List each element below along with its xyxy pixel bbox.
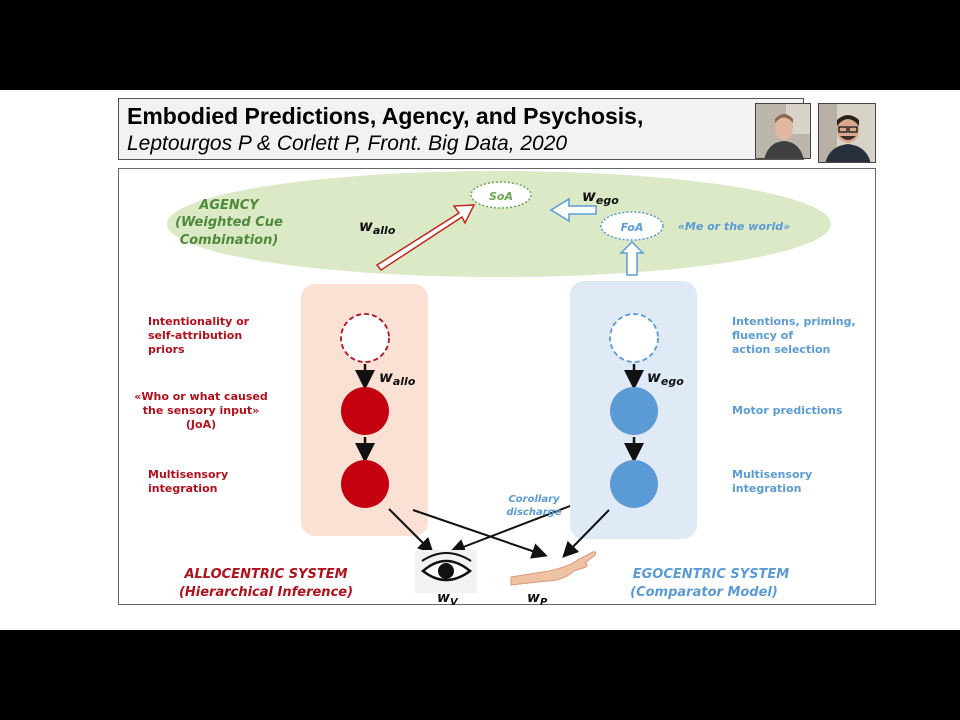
joa-label-3: (JoA) xyxy=(186,418,216,431)
allo-to-eye-arrow xyxy=(388,508,434,554)
allo-multisensory-label-2: integration xyxy=(148,482,217,495)
allo-multisensory-label-1: Multisensory xyxy=(148,468,228,481)
soa-label: SoA xyxy=(489,190,513,203)
author-photo-2 xyxy=(818,103,876,163)
allo-multisensory-node xyxy=(341,460,389,508)
agency-ellipse xyxy=(167,171,831,277)
ego-multisensory-label-1: Multisensory xyxy=(732,468,812,481)
corollary-label-1: Corollary xyxy=(508,494,560,505)
ego-multisensory-node xyxy=(610,460,658,508)
w-v-label: wV xyxy=(437,590,459,606)
egocentric-system-subtitle: (Comparator Model) xyxy=(630,585,778,600)
allocentric-system-subtitle: (Hierarchical Inference) xyxy=(179,585,353,600)
ego-motor-node xyxy=(610,387,658,435)
w-allo-top-label: wallo xyxy=(359,217,396,237)
ego-multisensory-label-2: integration xyxy=(732,482,801,495)
ego-intention-node xyxy=(609,313,659,363)
allo-prior-node xyxy=(340,313,390,363)
w-allo-mid-label: wallo xyxy=(379,368,416,388)
slide: Embodied Predictions, Agency, and Psycho… xyxy=(0,90,960,630)
foa-node xyxy=(600,211,664,241)
priors-label-3: priors xyxy=(148,343,185,356)
egocentric-system-title: EGOCENTRIC SYSTEM xyxy=(633,567,790,582)
priors-label-1: Intentionality or xyxy=(148,315,250,328)
joa-label-2: the sensory input» xyxy=(143,404,259,417)
arm-icon xyxy=(510,551,597,586)
foa-label: FoA xyxy=(621,221,644,234)
slide-title: Embodied Predictions, Agency, and Psycho… xyxy=(127,103,644,129)
w-p-label: wP xyxy=(527,590,548,606)
w-ego-top-label: wego xyxy=(582,187,619,207)
allo-to-soa-arrow xyxy=(375,204,476,272)
allo-to-arm-arrow xyxy=(412,509,548,559)
priors-label-2: self-attribution xyxy=(148,329,242,342)
ego-to-foa-arrow xyxy=(619,240,645,276)
author-photo-1 xyxy=(755,103,811,159)
intentions-label-1: Intentions, priming, xyxy=(732,315,856,328)
agency-label: AGENCY xyxy=(198,198,260,213)
joa-label-1: «Who or what caused xyxy=(134,390,267,403)
title-box: Embodied Predictions, Agency, and Psycho… xyxy=(118,98,804,160)
ego-to-arm-arrow xyxy=(562,509,610,558)
agency-diagram: AGENCY (Weighted Cue Combination) SoA Fo… xyxy=(118,168,876,606)
intentions-label-3: action selection xyxy=(732,343,830,356)
motor-predictions-label: Motor predictions xyxy=(732,404,843,417)
agency-sublabel-2: Combination) xyxy=(180,233,279,248)
intentions-label-2: fluency of xyxy=(732,329,793,342)
corollary-label-2: discharge xyxy=(506,507,561,518)
w-ego-mid-label: wego xyxy=(647,368,684,388)
allocentric-system-title: ALLOCENTRIC SYSTEM xyxy=(183,567,347,582)
agency-sublabel-1: (Weighted Cue xyxy=(175,215,283,230)
eye-icon xyxy=(415,550,477,593)
foa-to-soa-arrow xyxy=(549,197,597,223)
ego-to-eye-arrow xyxy=(449,505,571,555)
soa-node xyxy=(470,181,532,209)
slide-citation: Leptourgos P & Corlett P, Front. Big Dat… xyxy=(127,132,568,155)
me-or-world-label: «Me or the world» xyxy=(678,220,791,233)
allo-joa-node xyxy=(341,387,389,435)
